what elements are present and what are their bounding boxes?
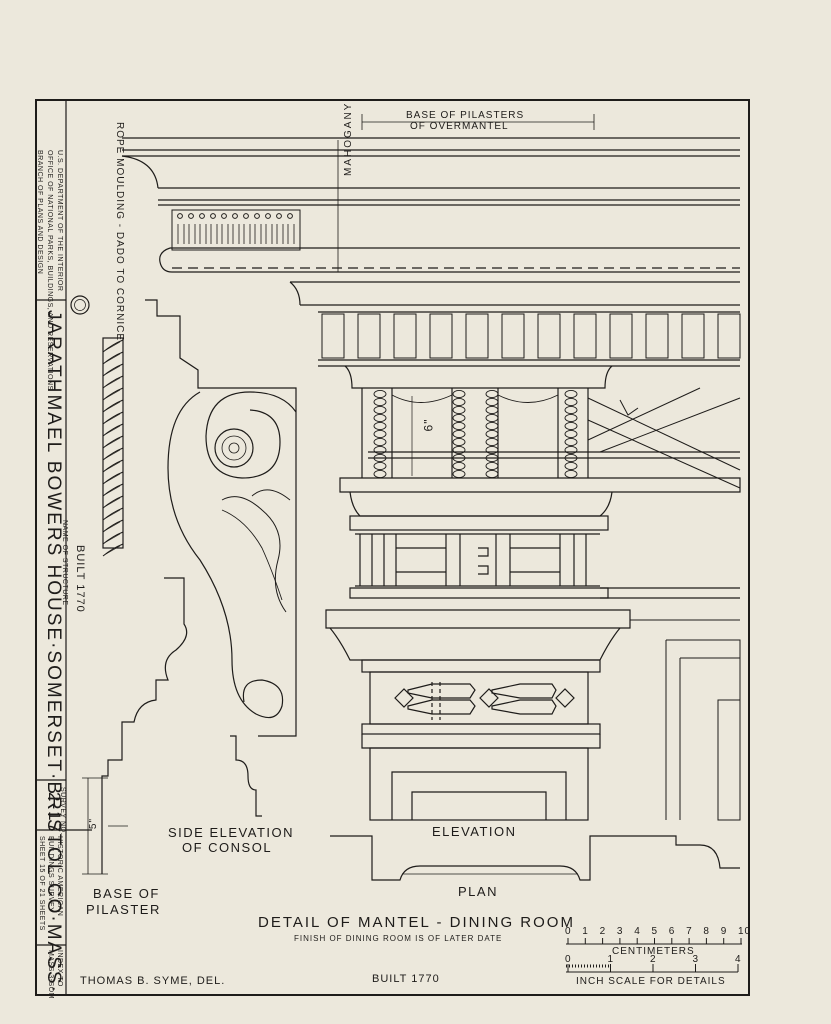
base-of-pilasters-label-1: BASE OF PILASTERS — [406, 110, 525, 121]
built-label-vertical: BUILT 1770 — [74, 545, 86, 613]
elevation-label: ELEVATION — [432, 824, 517, 839]
index-block: INDEX TO MASS 3-SOM — [46, 950, 64, 999]
rope-moulding — [102, 337, 124, 557]
capital-mouldings — [325, 477, 741, 673]
inch-tick-label: 3 — [692, 954, 700, 965]
inch-tick-label: 4 — [735, 954, 742, 965]
five-inch-dimension: 5" — [88, 817, 100, 830]
delineator: THOMAS B. SYME, DEL. — [80, 975, 226, 987]
sheet-line: SHEET 15 OF 21 SHEETS — [38, 836, 45, 931]
inch-tick-label: 1 — [607, 954, 615, 965]
overmantel-brace — [587, 387, 741, 489]
scales — [566, 938, 742, 973]
mahogany-text: MAHOGANY — [343, 101, 354, 176]
mahogany-label: MAHOGANY — [343, 102, 354, 176]
base-of-pilaster-label-2: PILASTER — [86, 902, 161, 917]
cm-tick-label: 7 — [686, 926, 693, 937]
base-of-pilaster-profile — [82, 577, 188, 875]
base-of-pilasters-label-2: OF OVERMANTEL — [410, 121, 509, 132]
cm-tick-label: 3 — [616, 926, 624, 937]
cm-tick-label: 10 — [738, 926, 752, 937]
habs-line-2: BUILDINGS SURVEY — [47, 836, 54, 913]
capital-bead-columns — [344, 365, 740, 479]
rope-moulding-label: ROPE MOULDING - DADO TO CORNICE — [114, 122, 125, 341]
index-label: INDEX TO — [56, 950, 63, 987]
inch-scale-label: INCH SCALE FOR DETAILS — [576, 976, 726, 987]
habs-line-1: HISTORIC AMERICAN — [56, 836, 63, 917]
frieze-panel — [361, 671, 601, 821]
sheet-border — [35, 99, 750, 996]
inch-tick-label: 0 — [565, 954, 572, 965]
index-value: MASS 3-SOM — [47, 950, 54, 999]
habs-block: HISTORIC AMERICAN BUILDINGS SURVEY SHEET… — [37, 836, 64, 931]
inch-tick-label: 2 — [650, 954, 657, 965]
side-elevation-label-2: OF CONSOL — [182, 840, 273, 855]
name-of-structure-label: NAME OF STRUCTURE — [61, 520, 68, 606]
cm-tick-label: 2 — [599, 926, 607, 937]
consol-side-elevation — [145, 299, 297, 817]
survey-no: 2-17 — [45, 792, 64, 835]
cm-scale-label: CENTIMETERS — [612, 946, 695, 957]
cm-tick-label: 5 — [651, 926, 659, 937]
drawing-subtitle: FINISH OF DINING ROOM IS OF LATER DATE — [294, 934, 503, 943]
built-footer: BUILT 1770 — [372, 973, 440, 985]
cornice-lines — [121, 137, 740, 306]
cm-tick-label: 8 — [703, 926, 710, 937]
cm-tick-label: 6 — [668, 926, 676, 937]
plan-label: PLAN — [458, 884, 498, 899]
base-of-pilaster-label-1: BASE OF — [93, 886, 160, 901]
right-pilaster — [630, 619, 741, 821]
drawing-title: DETAIL OF MANTEL - DINING ROOM — [258, 914, 575, 931]
plan-outline — [330, 835, 740, 881]
frieze-ornament — [171, 209, 301, 251]
cm-tick-label: 1 — [582, 926, 589, 937]
seal-icon — [70, 295, 90, 315]
cm-tick-label: 9 — [720, 926, 728, 937]
six-inch-dimension: 6" — [421, 418, 436, 432]
side-elevation-label-1: SIDE ELEVATION — [168, 825, 294, 840]
cm-tick-label: 0 — [565, 926, 572, 937]
dentil-course — [318, 311, 741, 367]
cm-tick-label: 4 — [634, 926, 641, 937]
